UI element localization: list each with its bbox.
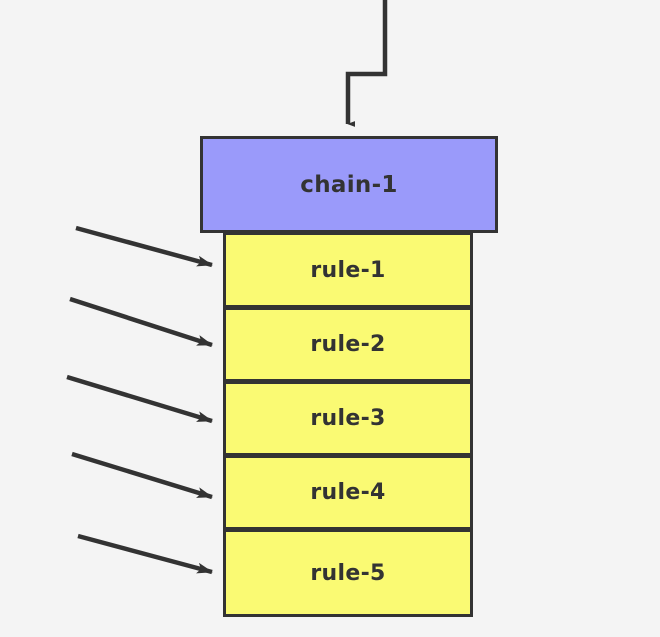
arrow-to-rule-4: [71, 451, 213, 500]
rule-node-5[interactable]: rule-5: [223, 529, 473, 617]
arrow-to-rule-2: [69, 296, 213, 348]
arrow-to-rule-3: [66, 374, 213, 424]
arrow-to-rule-5: [77, 533, 213, 575]
rule-node-4[interactable]: rule-4: [223, 455, 473, 530]
chain-node[interactable]: chain-1: [200, 136, 498, 233]
rule-node-3[interactable]: rule-3: [223, 381, 473, 456]
entry-arrow-to-chain: [345, 0, 388, 127]
arrow-to-rule-1: [75, 225, 213, 268]
rule-node-1[interactable]: rule-1: [223, 232, 473, 308]
rule-node-2[interactable]: rule-2: [223, 307, 473, 382]
